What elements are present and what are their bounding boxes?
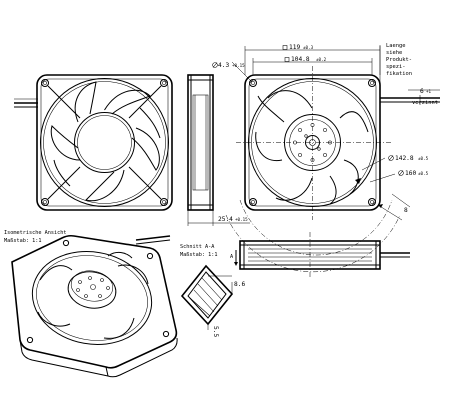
tinned-dim-tol: +1 xyxy=(426,89,432,94)
width-dim-value: 119 xyxy=(289,44,300,51)
dia1-dim-value: 142.8 xyxy=(395,155,414,162)
length-note-3: Produkt- xyxy=(386,57,412,63)
section-mark-left: A xyxy=(230,254,234,260)
dia2-dim-value: 160 xyxy=(405,170,416,177)
section-dim-value-2: 5.5 xyxy=(212,326,219,337)
depth-dim-tol: +0.15 xyxy=(235,217,248,222)
front-view xyxy=(14,74,173,211)
width-dim-tol: ±0.3 xyxy=(303,45,314,50)
hole-dim-tol: +0.15 xyxy=(232,63,245,68)
side-view: 25.4 +0.15 xyxy=(187,74,250,226)
section-dim-value-1: 8.6 xyxy=(234,281,245,288)
tinned-dim-value: 6 xyxy=(420,88,424,95)
depth-dim-value: 25.4 xyxy=(218,216,233,223)
spacing-dim-value: 104.8 xyxy=(291,56,310,63)
spacing-dim-tol: ±0.2 xyxy=(316,57,327,62)
eight-dim-value: 8 xyxy=(404,207,408,214)
rotation-arrow xyxy=(355,178,361,184)
section-view: Schnitt A-A Maßstab: 1:1 8.6 5.5 xyxy=(180,244,245,337)
tinned-note: verzinnt xyxy=(412,100,438,106)
isometric-view: Isometrische Ansicht Maßstab: 1:1 xyxy=(4,230,178,378)
section-scale: Maßstab: 1:1 xyxy=(180,252,217,258)
length-note-5: fikation xyxy=(386,71,412,77)
length-note-2: siehe xyxy=(386,50,402,56)
rear-view: 119 ±0.3 104.8 ±0.2 4.3 +0.15 142.8 ±0.5… xyxy=(212,43,440,273)
bottom-view: A xyxy=(230,232,410,278)
length-note-4: spezi- xyxy=(386,64,405,70)
length-note-1: Laenge xyxy=(386,43,405,49)
dia2-dim-tol: ±0.5 xyxy=(418,171,429,176)
dia1-dim-tol: ±0.5 xyxy=(418,156,429,161)
section-title: Schnitt A-A xyxy=(180,244,215,250)
iso-title: Isometrische Ansicht xyxy=(4,230,66,236)
iso-scale: Maßstab: 1:1 xyxy=(4,238,41,244)
hole-dim-value: 4.3 xyxy=(218,62,229,69)
